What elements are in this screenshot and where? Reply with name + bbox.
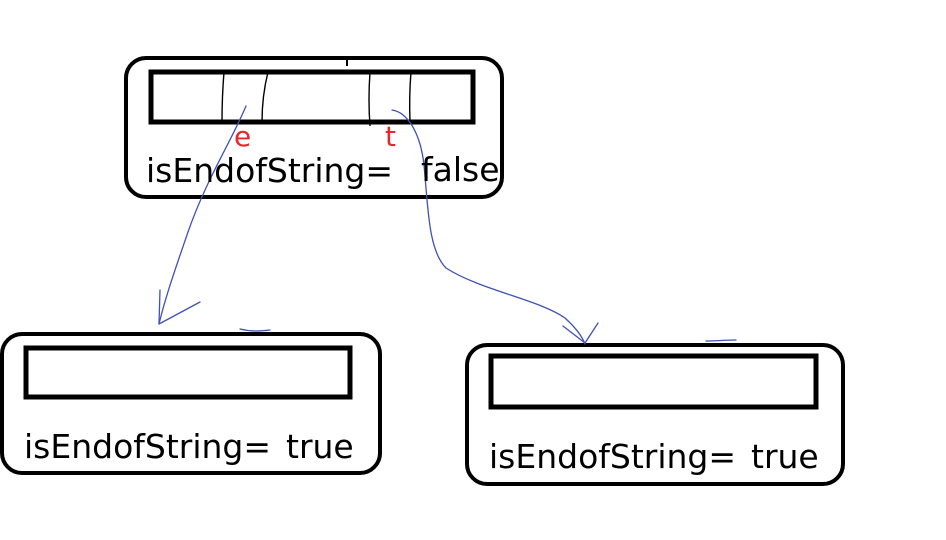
root-array-divider: [221, 71, 225, 123]
stroke-mark-right: [705, 339, 737, 342]
right-child-node-box: [465, 343, 845, 486]
right-child-is-end-value: true: [751, 437, 819, 476]
root-array-divider: [408, 71, 412, 123]
root-node-box: [124, 56, 504, 199]
stroke-mark-left: [239, 328, 271, 332]
root-array-divider: [368, 71, 371, 127]
char-label-e: e: [234, 120, 252, 153]
root-is-end-value: false: [421, 150, 500, 189]
right-child-char-array: [488, 353, 819, 410]
root-array-divider: [261, 71, 269, 123]
edge-t-to-right-child: [391, 109, 586, 345]
arrowhead-right: [562, 322, 599, 344]
arrowhead-left: [158, 289, 201, 325]
edge-e-to-left-child: [158, 105, 247, 325]
root-is-end-label: isEndofString=: [146, 151, 394, 190]
right-child-is-end-label: isEndofString=: [489, 437, 737, 476]
left-child-is-end-label: isEndofString=: [24, 427, 272, 466]
root-char-array: [148, 69, 476, 125]
char-label-t: t: [385, 120, 396, 153]
left-child-char-array: [23, 345, 353, 400]
left-child-node-box: [0, 332, 382, 475]
left-child-is-end-value: true: [286, 427, 354, 466]
